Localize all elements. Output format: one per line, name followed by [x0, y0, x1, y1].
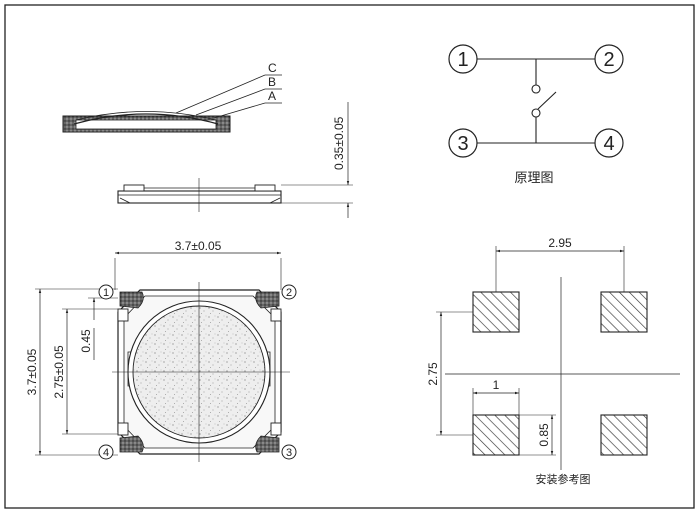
- top-pin-2: 2: [286, 287, 292, 299]
- layer-label-c: C: [268, 61, 277, 75]
- leader-a: [213, 102, 266, 119]
- corner-pad-1: [119, 291, 144, 309]
- terminal-tr: [270, 308, 282, 322]
- schematic-pin-1-label: 1: [457, 49, 468, 71]
- terminal-bl: [117, 422, 129, 436]
- section-dome: [73, 113, 219, 125]
- switch-contact-top: [531, 84, 541, 94]
- pitch-x-dim: 2.95: [548, 236, 572, 250]
- footprint-pad-br: [600, 414, 648, 456]
- switch-lever: [537, 91, 557, 110]
- section-cavity: [75, 119, 217, 130]
- side-terminal-right: [254, 184, 276, 192]
- schematic-pin-3-label: 3: [457, 133, 468, 155]
- side-body: [117, 190, 282, 204]
- terminal-tl: [117, 308, 129, 322]
- side-terminal-left: [123, 184, 145, 192]
- leader-c: [175, 74, 266, 114]
- switch-contact-bottom: [531, 108, 541, 118]
- corner-pad-4: [119, 435, 144, 453]
- leader-b: [195, 88, 266, 116]
- schematic-caption: 原理图: [514, 171, 553, 186]
- schematic: 1 2 3 4 原理图: [448, 44, 624, 186]
- height-dim: 3.7±0.05: [25, 348, 39, 395]
- top-view: 3.7±0.05 3.7±0.05 2.75±0.05 0.45: [25, 239, 297, 462]
- footprint-caption: 安装参考图: [536, 472, 591, 486]
- corner-pad-2: [255, 291, 280, 309]
- side-view: 0.35±0.05: [117, 102, 353, 218]
- section-view: C B A: [62, 61, 282, 133]
- layer-label-a: A: [268, 89, 276, 103]
- footprint-pad-tl: [472, 291, 520, 333]
- footprint: 2.95 2.75 1 0.85 安装参考图: [426, 236, 680, 486]
- drawing-border: [4, 4, 695, 509]
- pad-height-dim: 0.85: [537, 423, 551, 447]
- layer-label-b: B: [268, 75, 276, 89]
- terminal-br: [270, 422, 282, 436]
- top-pin-1: 1: [103, 287, 109, 299]
- top-pin-3: 3: [286, 447, 292, 459]
- top-pin-4: 4: [103, 447, 109, 459]
- thickness-dim: 0.35±0.05: [332, 116, 346, 170]
- pad-span-dim: 2.75±0.05: [52, 345, 66, 399]
- corner-pad-3: [255, 435, 280, 453]
- footprint-pad-bl: [472, 414, 520, 456]
- schematic-pin-2-label: 2: [603, 49, 614, 71]
- pad-width-dim: 1: [493, 378, 500, 392]
- pad-dim: 0.45: [79, 329, 93, 353]
- footprint-pad-tr: [600, 291, 648, 333]
- schematic-pin-4-label: 4: [603, 133, 614, 155]
- pitch-y-dim: 2.75: [426, 362, 440, 386]
- width-dim: 3.7±0.05: [175, 239, 222, 253]
